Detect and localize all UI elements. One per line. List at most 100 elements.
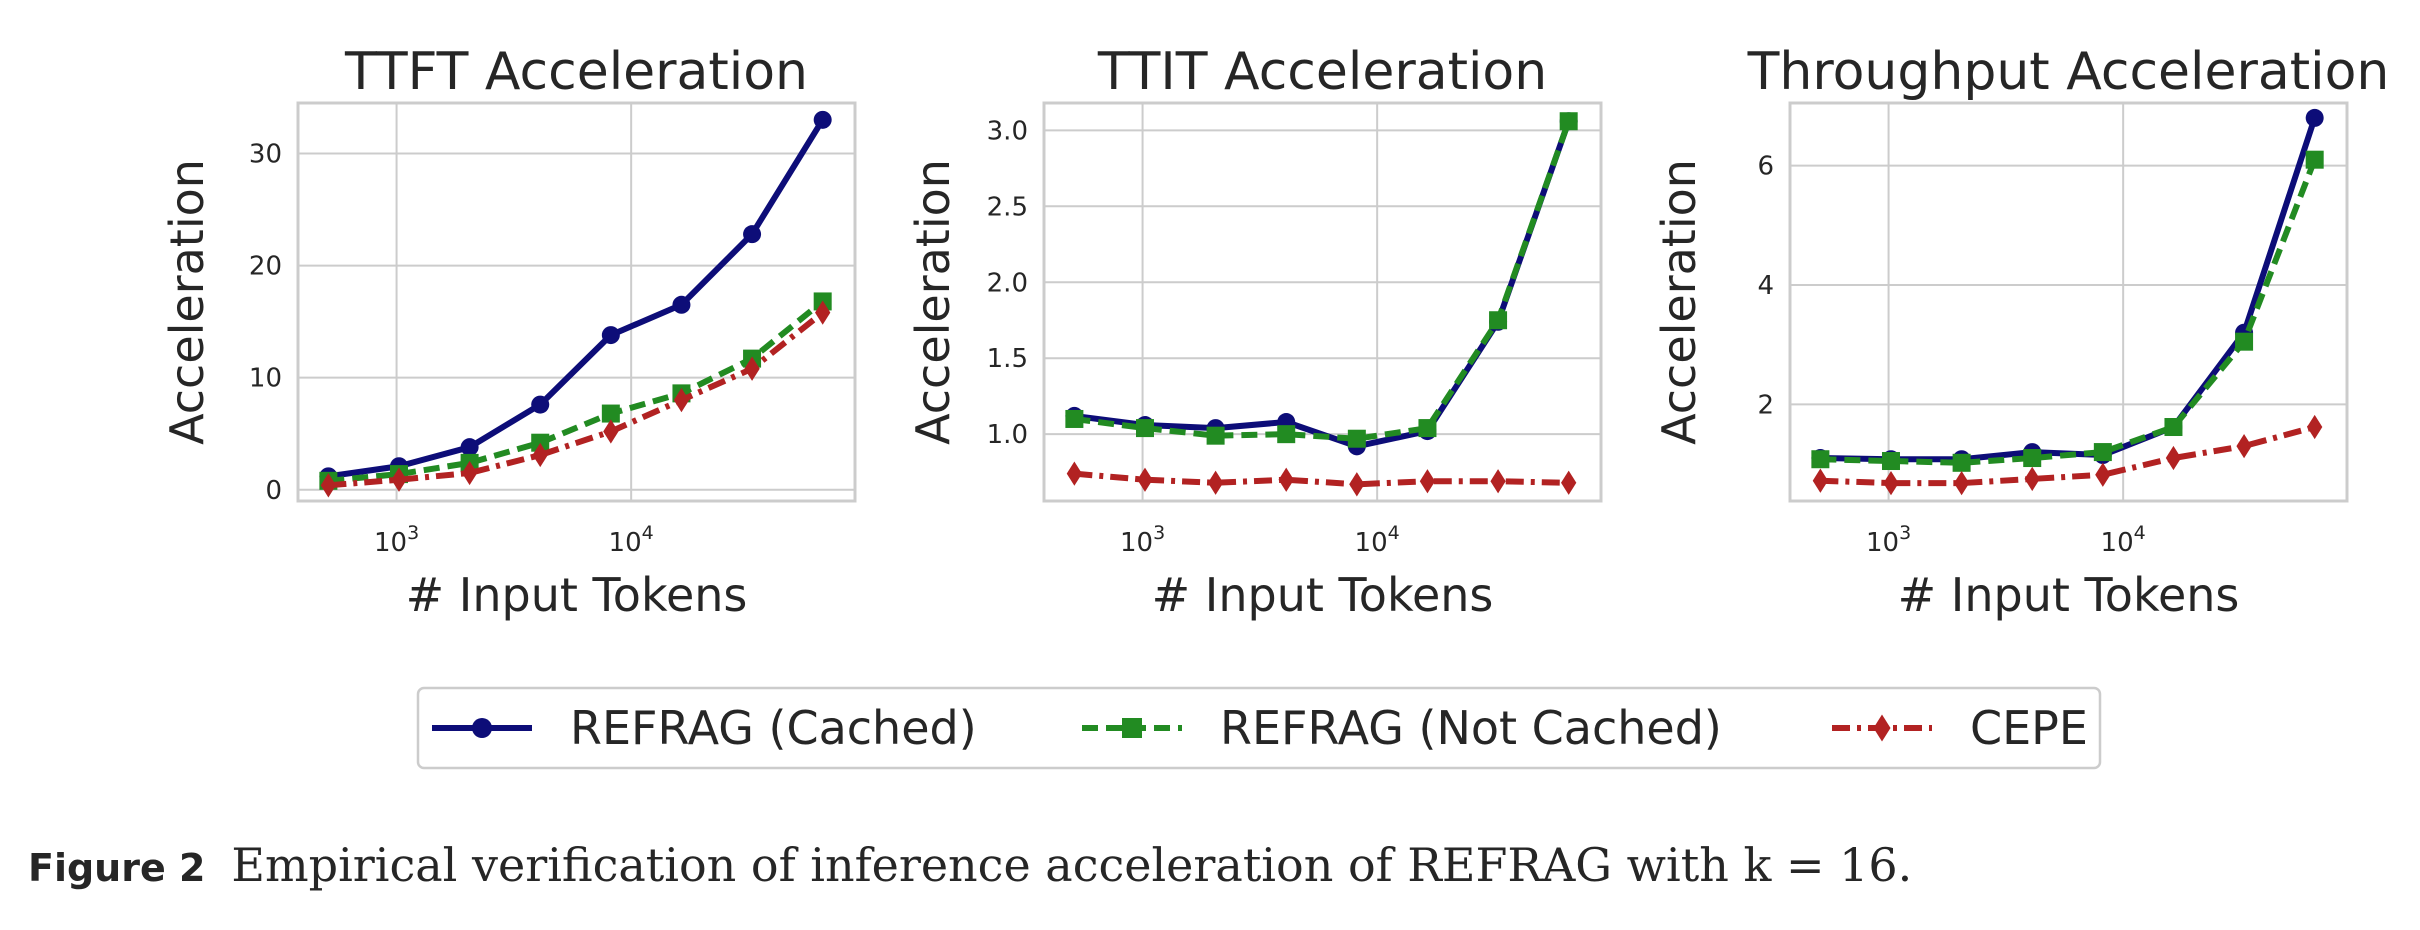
data-point — [2305, 150, 2324, 169]
y-tick-label: 10 — [249, 364, 282, 394]
x-tick-label: 104 — [2101, 522, 2146, 558]
data-point — [672, 295, 691, 314]
data-point — [531, 433, 550, 452]
series-line — [1820, 424, 2316, 487]
data-point — [1065, 409, 1084, 428]
data-point — [601, 326, 620, 345]
data-point — [1135, 419, 1154, 438]
data-point — [391, 467, 407, 492]
data-point — [1952, 453, 1971, 472]
data-point — [1349, 472, 1365, 497]
y-tick-label: 3.0 — [987, 116, 1028, 146]
y-tick-label: 2 — [1757, 390, 1774, 420]
figure: 0 10 20 30 103 104 TTFT Acceleration # Input To… — [160, 42, 2389, 770]
data-point — [815, 300, 831, 325]
legend-marker — [1122, 718, 1142, 738]
y-tick-label: 1.5 — [987, 344, 1028, 374]
data-point — [1489, 311, 1508, 330]
data-point — [1811, 450, 1830, 469]
y-tick-label: 30 — [249, 139, 282, 169]
y-axis-label: Acceleration — [906, 159, 960, 445]
data-point — [2164, 418, 2183, 437]
figure-caption: Figure 2 Empirical verification of infere… — [28, 838, 1912, 892]
x-tick-label: 104 — [1355, 522, 1400, 558]
caption-label: Figure 2 — [28, 846, 206, 890]
data-point — [2235, 332, 2254, 351]
caption-text: Empirical verification of inference acce… — [231, 838, 1913, 892]
data-point — [1881, 452, 1900, 471]
y-tick-label: 2.0 — [987, 268, 1028, 298]
data-point — [1347, 429, 1366, 448]
y-tick-label: 0 — [265, 476, 282, 506]
chart-panel-2: 1.0 1.5 2.0 2.5 3.0 103 104 TTIT Acceleration # … — [906, 42, 1603, 622]
data-point — [1490, 469, 1506, 494]
data-point — [1419, 469, 1436, 494]
data-point — [2023, 449, 2042, 468]
data-point — [1207, 470, 1224, 495]
x-tick-label: 103 — [1120, 522, 1165, 558]
y-axis-label: Acceleration — [160, 159, 214, 445]
series-line — [327, 118, 826, 480]
legend-box — [416, 686, 2102, 770]
data-point — [673, 387, 690, 413]
data-point — [1137, 467, 1153, 492]
data-point — [743, 225, 762, 244]
data-point — [1418, 419, 1437, 438]
data-point — [2165, 445, 2182, 471]
series-line — [328, 299, 825, 484]
legend-label: REFRAG (Cached) — [570, 701, 977, 755]
series-line — [1074, 470, 1569, 488]
chart-panel-3: 2 4 6 103 104 Throughput Acceleration # Input … — [1652, 42, 2389, 622]
data-point — [2024, 466, 2040, 492]
axes-frame — [1042, 101, 1603, 503]
data-point — [1206, 426, 1225, 445]
data-point — [744, 356, 760, 381]
chart-title: TTIT Acceleration — [1097, 42, 1547, 102]
legend-marker — [1873, 714, 1891, 742]
plot-area — [298, 103, 855, 501]
chart-title: Throughput Acceleration — [1747, 42, 2390, 102]
chart-title: TTFT Acceleration — [344, 42, 808, 102]
data-point — [1066, 461, 1083, 486]
data-point — [2305, 108, 2324, 127]
data-point — [460, 438, 479, 457]
legend-marker — [472, 718, 492, 738]
x-tick-label: 103 — [374, 522, 419, 558]
data-point — [813, 110, 832, 129]
axes-frame — [1788, 101, 2349, 503]
series-line — [1820, 158, 2318, 466]
data-point — [320, 473, 337, 498]
series-line — [328, 310, 825, 489]
data-point — [1559, 112, 1578, 131]
data-point — [1278, 467, 1294, 492]
plot-area — [1044, 103, 1601, 501]
data-point — [2093, 443, 2112, 462]
legend-label: CEPE — [1970, 701, 2088, 755]
data-point — [532, 442, 548, 468]
y-tick-label: 6 — [1757, 152, 1774, 182]
data-point — [1953, 470, 1970, 496]
y-tick-label: 1.0 — [987, 420, 1028, 450]
legend-label: REFRAG (Not Cached) — [1220, 701, 1722, 755]
data-point — [601, 404, 620, 423]
series-line — [1073, 120, 1572, 442]
data-point — [1277, 425, 1296, 444]
y-axis-label: Acceleration — [1652, 159, 1706, 445]
y-tick-label: 20 — [249, 252, 282, 282]
x-axis-label: # Input Tokens — [1898, 568, 2240, 622]
data-point — [2095, 462, 2111, 487]
x-tick-label: 103 — [1866, 522, 1911, 558]
data-point — [1883, 470, 1899, 496]
axes-frame — [296, 101, 857, 503]
y-tick-label: 4 — [1757, 271, 1774, 301]
x-tick-label: 104 — [609, 522, 654, 558]
data-point — [531, 395, 550, 414]
legend: REFRAG (Cached) REFRAG (Not Cached) CEPE — [416, 686, 2102, 770]
data-point — [1812, 468, 1829, 493]
y-tick-label: 2.5 — [987, 192, 1028, 222]
data-point — [2307, 414, 2323, 440]
data-point — [2236, 433, 2252, 459]
data-point — [1561, 470, 1577, 495]
x-axis-label: # Input Tokens — [1152, 568, 1494, 622]
